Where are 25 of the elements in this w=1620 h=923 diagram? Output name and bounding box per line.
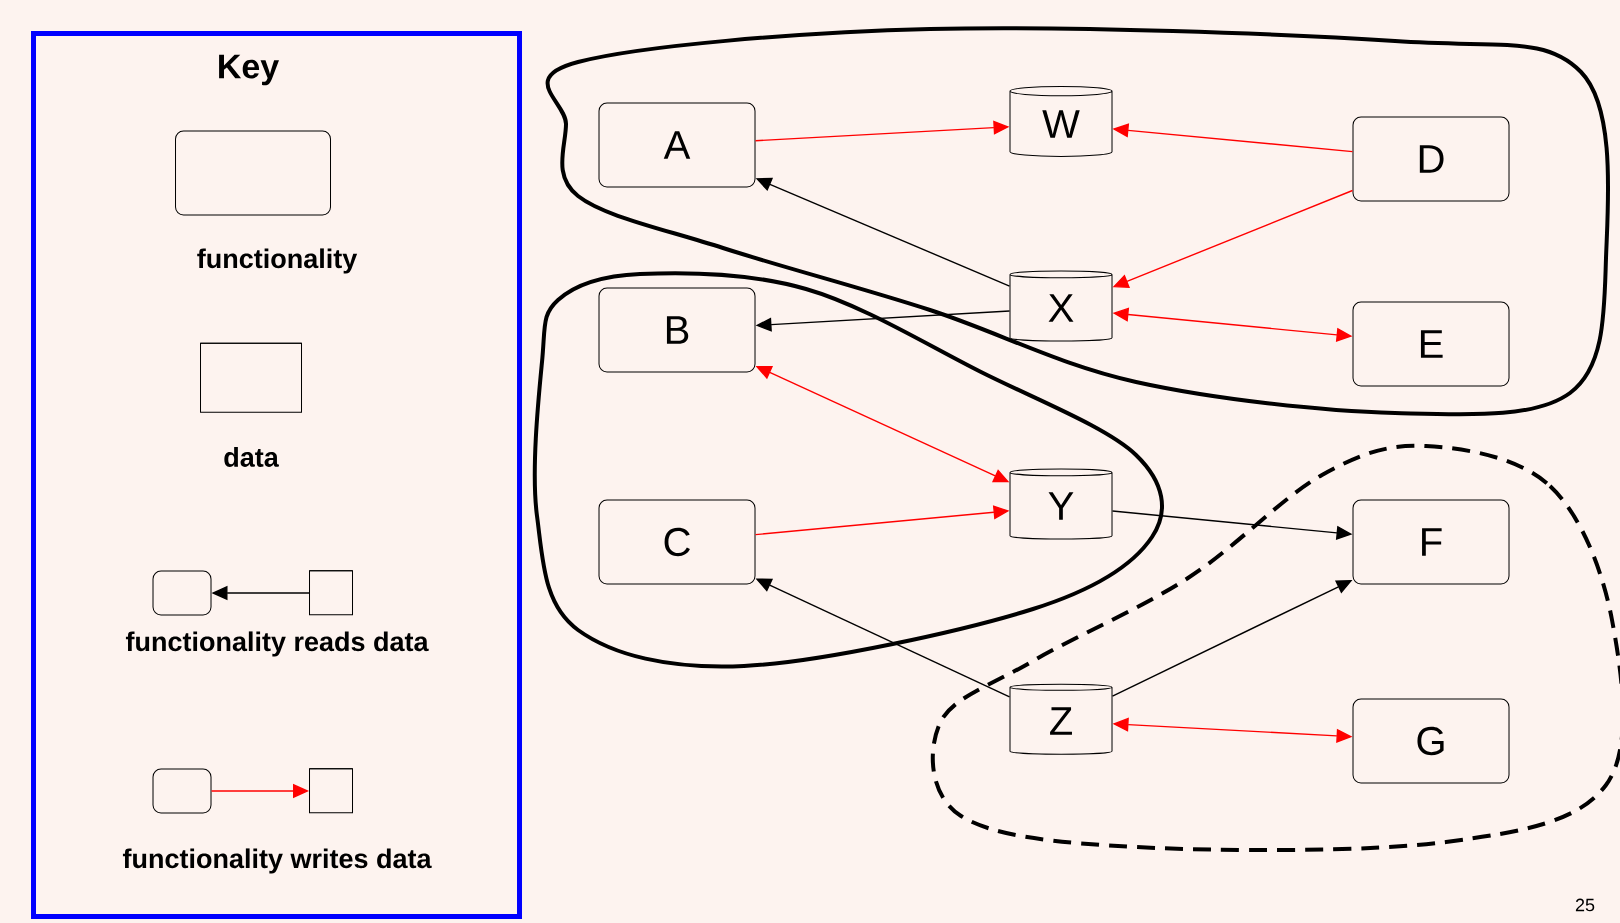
caption: functionality reads data [125, 631, 429, 657]
data-cylinder [309, 768, 353, 814]
data-cylinder: X [1009, 270, 1113, 342]
function-box [175, 130, 331, 216]
caption: functionality writes data [122, 848, 432, 874]
data-cylinder [200, 342, 302, 413]
node-label: functionality [197, 248, 358, 274]
group-outline [545, 26, 1611, 417]
function-box: A [598, 102, 756, 188]
function-box [152, 570, 212, 616]
function-box: D [1352, 116, 1510, 202]
page-number: 25 [1575, 898, 1595, 912]
function-box: C [598, 499, 756, 585]
function-box [152, 768, 212, 814]
data-cylinder: Z [1009, 683, 1113, 755]
function-box: E [1352, 301, 1510, 387]
group-outline [930, 443, 1620, 853]
function-box: G [1352, 698, 1510, 784]
function-box: B [598, 287, 756, 373]
node-label: data [224, 447, 279, 467]
data-cylinder [309, 570, 353, 616]
data-cylinder: W [1009, 85, 1113, 157]
group-outline [532, 271, 1164, 669]
function-box: F [1352, 499, 1510, 585]
data-cylinder: Y [1009, 468, 1113, 540]
